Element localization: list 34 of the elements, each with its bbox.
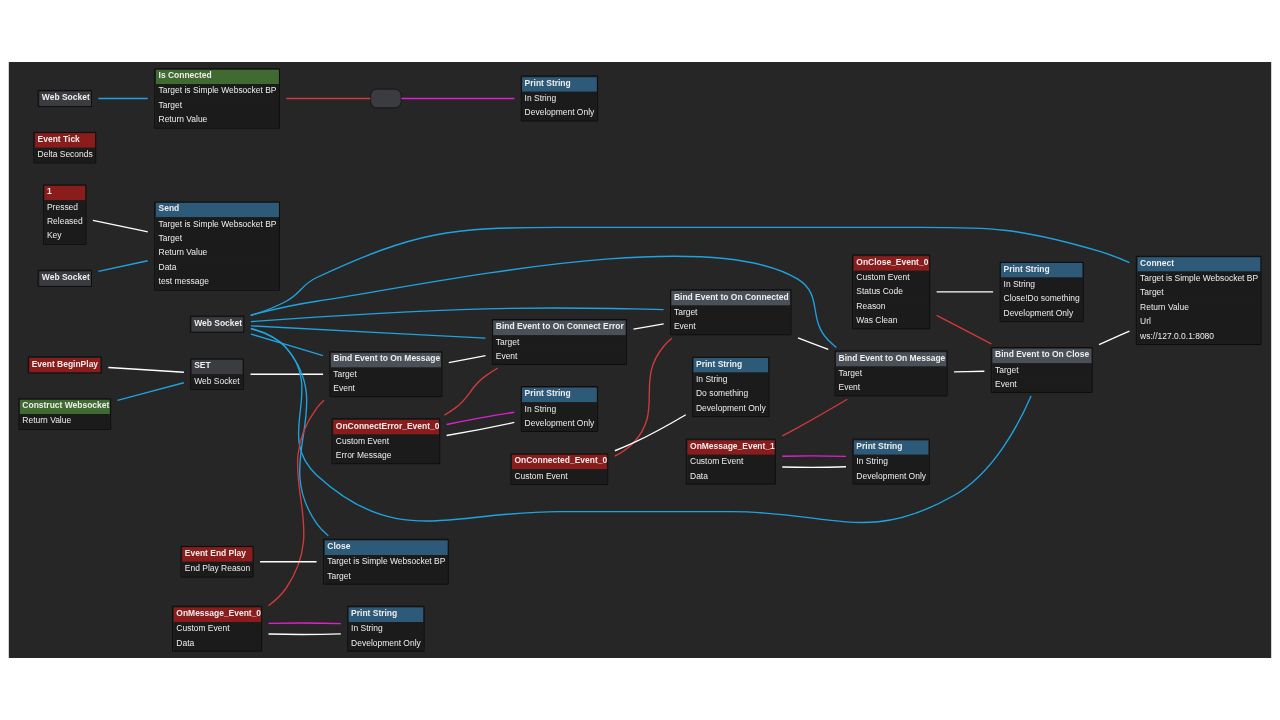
connector	[267, 633, 342, 636]
connector	[445, 411, 516, 426]
node-box	[370, 88, 402, 109]
connector	[267, 399, 325, 607]
connector	[400, 97, 516, 100]
connector	[97, 260, 149, 272]
connector	[92, 219, 149, 233]
connector	[614, 414, 687, 452]
connector	[953, 370, 986, 373]
connector	[935, 291, 994, 293]
connector	[250, 328, 1032, 524]
connector	[448, 355, 487, 364]
connector	[259, 561, 318, 563]
connector	[267, 622, 342, 625]
connector	[107, 366, 185, 373]
connector	[250, 333, 324, 357]
connector	[250, 325, 487, 339]
connector	[285, 97, 372, 100]
connector	[97, 97, 149, 100]
connector	[797, 337, 829, 351]
connector	[632, 323, 665, 330]
connector	[614, 337, 673, 457]
connector	[443, 367, 499, 416]
connector	[116, 382, 185, 402]
connector	[249, 373, 324, 375]
connector	[935, 314, 992, 345]
connector	[250, 327, 329, 537]
connector	[249, 255, 838, 349]
connector	[445, 421, 516, 437]
connector	[250, 307, 665, 323]
connector	[781, 455, 847, 458]
connector	[781, 398, 848, 437]
connector	[1098, 330, 1131, 346]
connector	[781, 466, 847, 468]
